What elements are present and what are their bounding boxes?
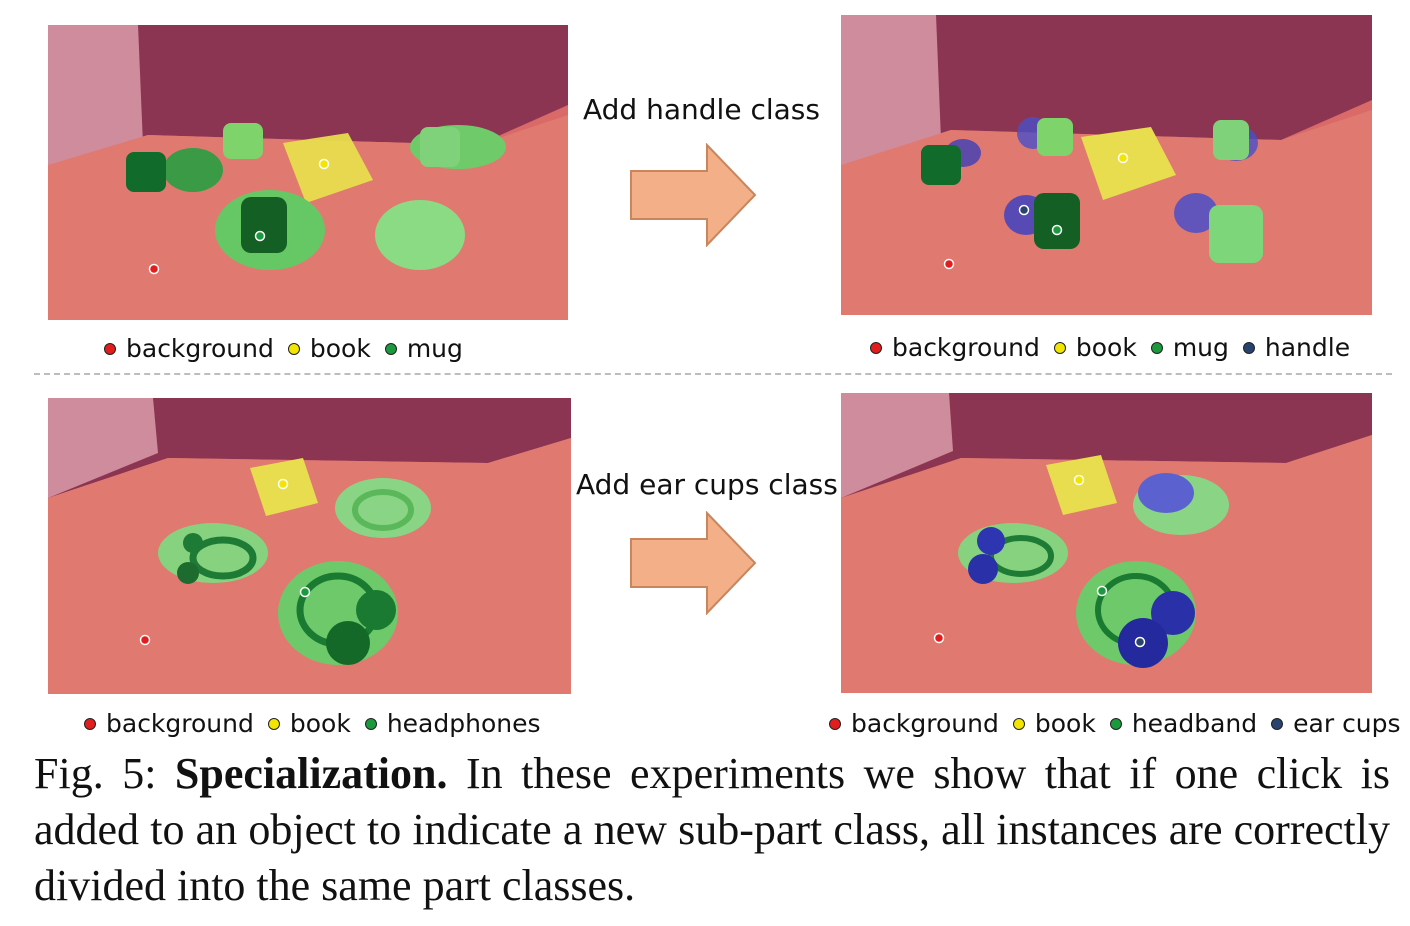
legend-item: book [267, 709, 351, 738]
book-dot-icon [1012, 717, 1025, 730]
book-dot-icon [267, 717, 280, 730]
legend-item: headphones [364, 709, 541, 738]
bottom-left-segmentation-image [48, 398, 571, 694]
figure-caption: Fig. 5: Specialization. In these experim… [34, 746, 1390, 914]
caption-title: Specialization. [174, 749, 448, 798]
book-dot-icon [1053, 341, 1066, 354]
headphones-dot-icon [364, 717, 377, 730]
book-click [1073, 474, 1085, 486]
legend-item: background [84, 709, 254, 738]
mug-dot-icon [384, 342, 397, 355]
bottom-right-legend: background book headband ear cups [829, 709, 1410, 738]
top-left-legend: background book mug [104, 334, 477, 363]
background-click [148, 263, 160, 275]
top-arrow-label: Add handle class [583, 93, 820, 126]
legend-item: book [287, 334, 371, 363]
background-click [139, 634, 151, 646]
ear-cups-click [1134, 636, 1146, 648]
legend-item: background [870, 333, 1040, 362]
right-arrow-icon [630, 143, 757, 247]
mug-dot-icon [1150, 341, 1163, 354]
ear-cups-dot-icon [1271, 717, 1284, 730]
headphones-click [299, 586, 311, 598]
handle-click [1018, 204, 1030, 216]
right-arrow-icon [630, 511, 757, 615]
headband-dot-icon [1109, 717, 1122, 730]
top-left-segmentation-image [48, 25, 568, 320]
headband-click [1096, 585, 1108, 597]
caption-body: In these experiments we show that if one… [34, 749, 1390, 910]
bottom-left-legend: background book headphones [84, 709, 555, 738]
background-click [943, 258, 955, 270]
legend-item: mug [384, 334, 463, 363]
top-right-legend: background book mug handle [870, 333, 1364, 362]
background-dot-icon [84, 717, 96, 730]
background-dot-icon [829, 717, 841, 730]
legend-item: background [829, 709, 999, 738]
background-dot-icon [104, 342, 116, 355]
caption-prefix: Fig. 5: [34, 749, 175, 798]
mug-click [1051, 224, 1063, 236]
book-dot-icon [287, 342, 300, 355]
mug-click [254, 230, 266, 242]
legend-item: book [1053, 333, 1137, 362]
top-right-segmentation-image [841, 15, 1372, 315]
legend-item: headband [1109, 709, 1257, 738]
row-divider [34, 373, 1392, 375]
book-click [1117, 152, 1129, 164]
bottom-arrow-label: Add ear cups class [576, 468, 838, 501]
book-click [277, 478, 289, 490]
bottom-right-segmentation-image [841, 393, 1372, 693]
legend-item: handle [1242, 333, 1350, 362]
legend-item: ear cups [1271, 709, 1401, 738]
legend-item: background [104, 334, 274, 363]
background-dot-icon [870, 341, 882, 354]
background-click [933, 632, 945, 644]
handle-dot-icon [1242, 341, 1255, 354]
legend-item: book [1012, 709, 1096, 738]
legend-item: mug [1150, 333, 1229, 362]
book-click [318, 158, 330, 170]
